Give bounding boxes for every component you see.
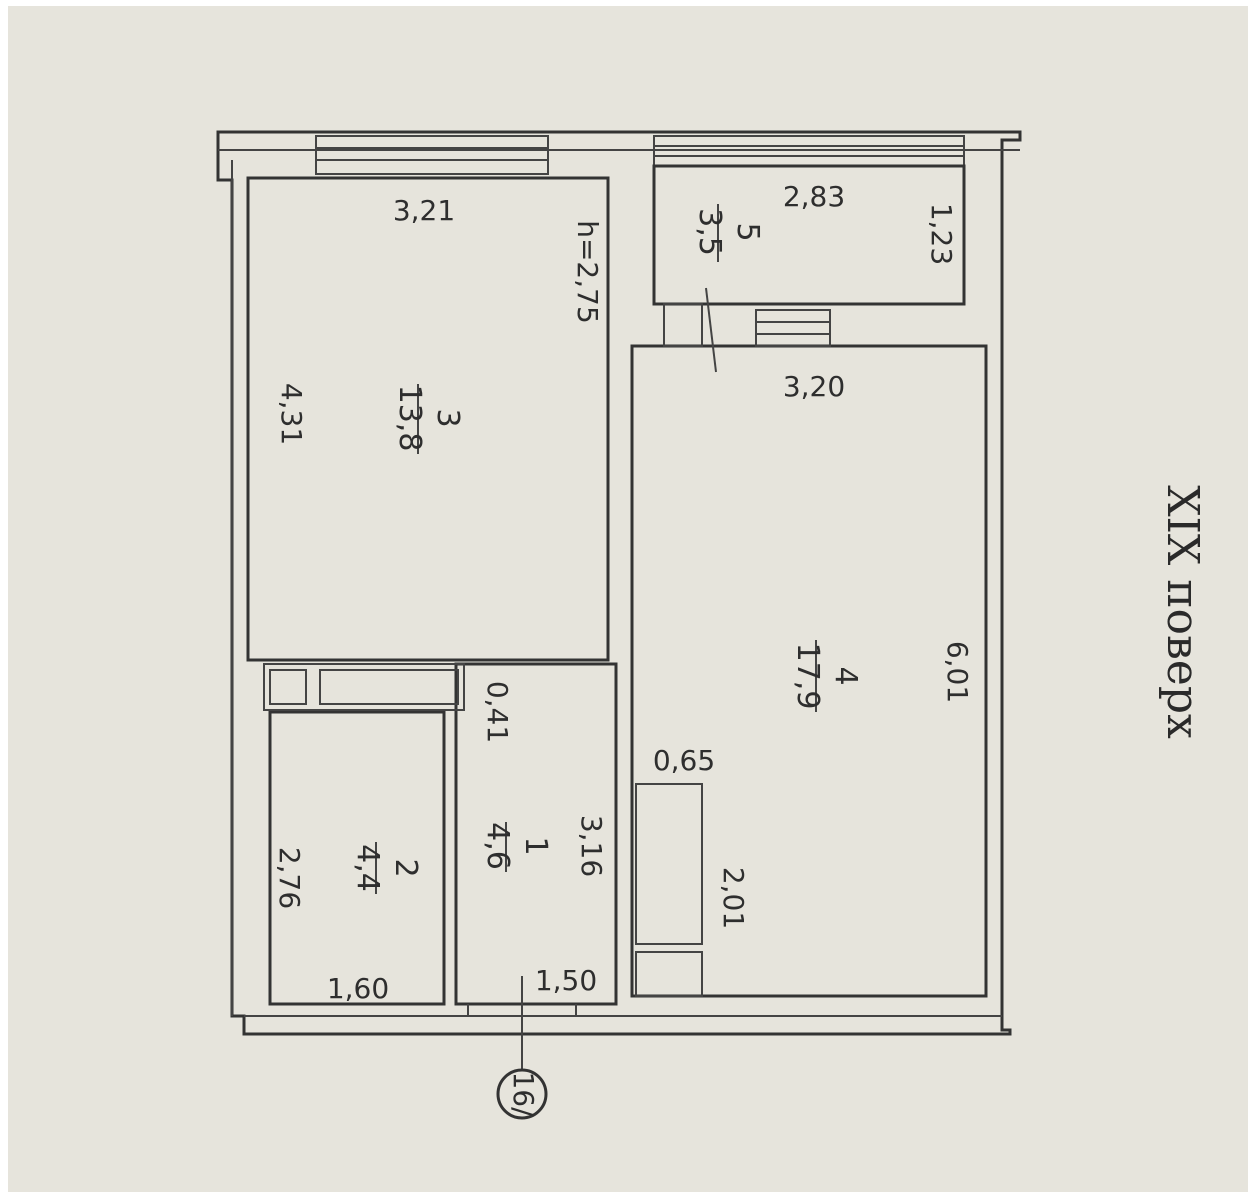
paper-background xyxy=(8,6,1248,1192)
dim-0-65: 0,65 xyxy=(653,744,715,777)
dim-0-41: 0,41 xyxy=(481,681,514,743)
axis-marker-circle xyxy=(496,1068,548,1120)
room-5-number: 5 xyxy=(730,222,765,241)
room-5-outline xyxy=(652,164,966,306)
dim-2-83: 2,83 xyxy=(783,180,845,213)
dim-1-60: 1,60 xyxy=(327,972,389,1005)
room-2-outline xyxy=(268,710,446,1006)
dim-3-16: 3,16 xyxy=(575,815,608,877)
dim-1-23: 1,23 xyxy=(925,203,958,265)
dim-4-31: 4,31 xyxy=(275,383,308,445)
closet-lower xyxy=(635,951,703,997)
room-3-area: 13,8 xyxy=(392,385,427,452)
room-3-number: 3 xyxy=(430,408,465,427)
dim-6-01: 6,01 xyxy=(941,641,974,703)
window-top-left xyxy=(315,135,549,175)
dim-3-21: 3,21 xyxy=(393,194,455,227)
entrance-door xyxy=(467,976,577,1070)
outer-wall xyxy=(216,130,1022,1036)
room-1-number: 1 xyxy=(518,836,553,855)
dim-3-20: 3,20 xyxy=(783,370,845,403)
partition-vents xyxy=(263,663,465,711)
dim-1-50: 1,50 xyxy=(535,964,597,997)
balcony-door xyxy=(663,287,831,373)
room-3-outline xyxy=(246,176,610,662)
room-1-area: 4,6 xyxy=(480,822,515,870)
dim-2-76: 2,76 xyxy=(273,847,306,909)
axis-marker-label: 16/ xyxy=(507,1071,540,1117)
room-2-number: 2 xyxy=(388,858,423,877)
room-4-number: 4 xyxy=(828,666,863,685)
ceiling-height: h=2,75 xyxy=(571,220,604,324)
floor-label: XIX поверх xyxy=(1157,485,1208,739)
room-5-area: 3,5 xyxy=(692,208,727,256)
room-1-outline xyxy=(454,662,618,1006)
closet-upper xyxy=(635,783,703,945)
dim-2-01: 2,01 xyxy=(717,867,750,929)
room-4-area: 17,9 xyxy=(790,643,825,710)
room-2-area: 4,4 xyxy=(350,844,385,892)
